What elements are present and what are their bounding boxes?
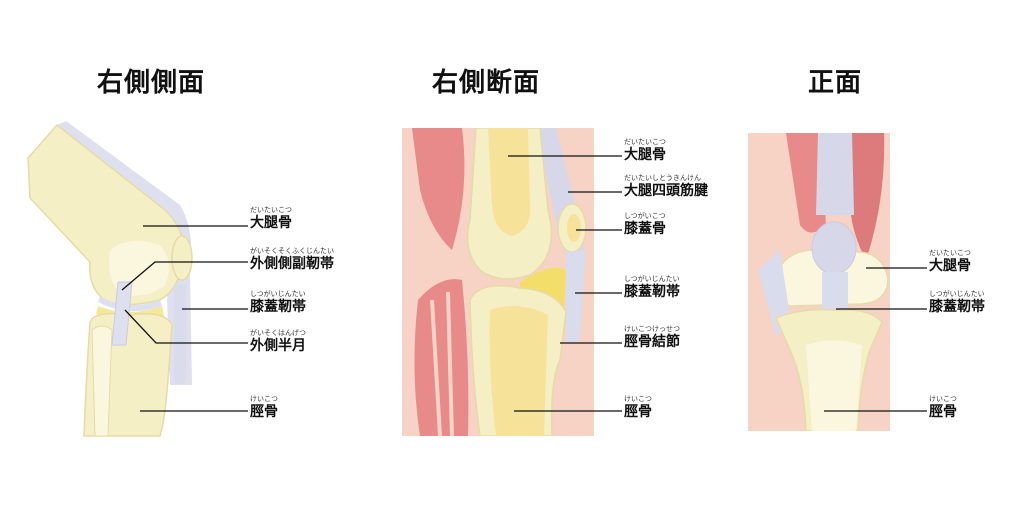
section-muscle-stripe-1	[430, 299, 442, 436]
label-lateral-tibia: けいこつ 脛骨	[250, 395, 278, 420]
front-leader-lines	[824, 267, 927, 412]
label-section-quadriceps-tendon: だいたいしとうきんけん 大腿四頭筋腱	[624, 174, 708, 199]
lateral-collateral-ligament	[111, 281, 133, 346]
lateral-leader-lines	[121, 225, 248, 412]
section-knee-drawing	[402, 128, 594, 436]
section-hamstring-muscle	[412, 128, 465, 250]
front-vastus-medialis	[848, 133, 885, 260]
front-knee-drawing	[748, 133, 890, 431]
label-front-patellar-ligament: しつがいじんたい 膝蓋靭帯	[929, 290, 985, 315]
section-leader-lines	[508, 155, 622, 412]
section-patellar-ligament	[566, 250, 586, 344]
label-lateral-meniscus: がいそくはんげつ 外側半月	[250, 329, 306, 354]
front-vastus-lateralis	[786, 133, 826, 233]
label-section-femur: だいたいこつ 大腿骨	[624, 138, 666, 163]
label-lateral-collateral-ligament: がいそくそくふくじんたい 外側側副靭帯	[250, 247, 334, 272]
section-muscle-stripe-2	[446, 291, 454, 436]
lateral-patellar-ligament-strip	[174, 284, 186, 384]
label-front-tibia: けいこつ 脛骨	[929, 395, 957, 420]
label-section-patella: しつがいこつ 膝蓋骨	[624, 212, 666, 237]
lateral-fibula	[91, 325, 113, 437]
label-section-tibial-tuberosity: けいこつけっせつ 脛骨結節	[624, 325, 680, 350]
title-front-view: 正面	[808, 68, 863, 98]
front-quadriceps-tendon	[816, 133, 854, 215]
label-section-tibia: けいこつ 脛骨	[624, 395, 652, 420]
label-section-patellar-ligament: しつがいじんたい 膝蓋靭帯	[624, 275, 680, 300]
label-lateral-femur: だいたいこつ 大腿骨	[250, 206, 292, 231]
lateral-patella	[171, 235, 193, 281]
title-sectional-view: 右側断面	[432, 68, 541, 98]
front-tibia-highlight	[806, 340, 862, 431]
front-it-band	[758, 250, 792, 335]
section-patella-core	[567, 214, 581, 242]
lateral-knee-drawing	[27, 121, 193, 437]
front-patella	[811, 221, 857, 275]
label-lateral-patellar-ligament: しつがいじんたい 膝蓋靭帯	[250, 290, 306, 315]
title-lateral-view: 右側側面	[97, 68, 206, 98]
section-femur-marrow	[488, 128, 531, 236]
section-calf-muscle	[414, 279, 469, 436]
label-front-femur: だいたいこつ 大腿骨	[929, 249, 971, 274]
section-tibia-marrow	[489, 306, 548, 436]
lateral-femoral-cartilage	[98, 296, 162, 312]
